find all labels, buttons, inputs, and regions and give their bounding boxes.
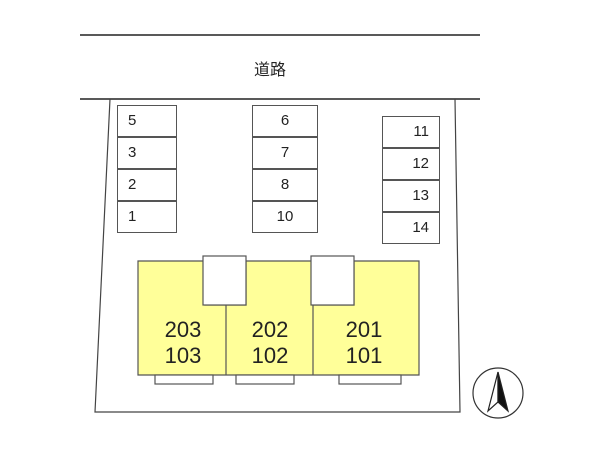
parking-space: 3 — [117, 137, 177, 169]
parking-space: 11 — [382, 116, 440, 148]
unit-lower-number: 102 — [251, 343, 289, 368]
balcony-3 — [338, 374, 402, 385]
unit-upper-number: 202 — [251, 317, 289, 342]
parking-space: 14 — [382, 212, 440, 244]
unit-upper-number: 203 — [164, 317, 202, 342]
unit-label-3: 201 101 — [339, 317, 389, 369]
unit-lower-number: 101 — [345, 343, 383, 368]
north-arrow-icon — [472, 367, 524, 419]
balcony-1 — [154, 374, 214, 385]
parking-space: 8 — [252, 169, 318, 201]
parking-space: 1 — [117, 201, 177, 233]
parking-space: 7 — [252, 137, 318, 169]
parking-space: 12 — [382, 148, 440, 180]
stair-left — [202, 255, 247, 306]
parking-space: 6 — [252, 105, 318, 137]
stair-right — [310, 255, 355, 306]
parking-space: 2 — [117, 169, 177, 201]
parking-space: 5 — [117, 105, 177, 137]
unit-lower-number: 103 — [164, 343, 202, 368]
unit-label-1: 203 103 — [158, 317, 208, 369]
apartment-building — [137, 255, 420, 385]
road-label: 道路 — [253, 60, 286, 79]
parking-space: 13 — [382, 180, 440, 212]
site-boundary — [94, 98, 461, 413]
unit-upper-number: 201 — [345, 317, 383, 342]
parking-space: 10 — [252, 201, 318, 233]
balcony-2 — [235, 374, 295, 385]
unit-label-2: 202 102 — [245, 317, 295, 369]
